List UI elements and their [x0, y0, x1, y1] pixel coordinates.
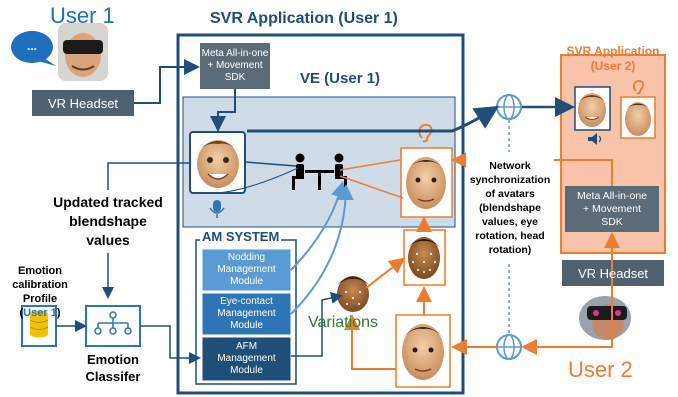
sdk-right-label: Meta All-in-one + Movement SDK	[576, 189, 648, 228]
classifier-icon	[85, 305, 141, 347]
ear-icon-ve	[418, 123, 433, 143]
user2-label: User 2	[568, 357, 633, 382]
globe-icon-bottom	[496, 334, 522, 360]
database-icon	[21, 305, 57, 347]
am-system-title: AM SYSTEM	[200, 229, 282, 244]
emotion-profile-text: Emotion calibration Profile	[12, 265, 68, 305]
avatar-man-bottom	[395, 314, 451, 388]
afm-module-box	[201, 336, 292, 382]
vr-headset-left-label: VR Headset	[47, 95, 119, 111]
microphone-icon	[209, 200, 225, 218]
arrow-classifier-to-afm	[140, 325, 201, 364]
nodding-module-box	[201, 248, 292, 292]
arrow-variations-to-landmarks	[365, 257, 406, 289]
line-meeting-to-man-2	[339, 175, 404, 199]
line-avatar-to-meeting	[244, 161, 297, 167]
avatar-man-user2	[620, 96, 656, 139]
emotion-profile-open: (	[19, 307, 24, 319]
avatar-man-ve	[400, 147, 453, 218]
arrow-afm-to-variations	[291, 292, 343, 357]
avatar-boy-user2	[574, 86, 611, 131]
updated-values-label: Updated tracked blendshape values	[53, 193, 163, 248]
arrow-user2-to-network	[521, 253, 613, 355]
sdk-left-box	[200, 43, 270, 89]
speech-bubble-text: ...	[26, 39, 37, 53]
emotion-profile-close: )	[56, 307, 61, 319]
user2-photo	[579, 296, 631, 340]
sdk-left-label: Meta All-in-one + Movement SDK	[201, 48, 269, 83]
avatar-man-landmarks	[403, 229, 446, 286]
arrow-ve-to-network	[247, 105, 500, 133]
arrow-bottom-to-variations	[344, 314, 396, 370]
line-ve-avatar-gaze	[217, 167, 299, 194]
classifier-label: Emotion Classifer	[85, 352, 141, 384]
variations-label: Variations	[308, 314, 378, 331]
line-meeting-to-man	[339, 159, 401, 171]
sdk-right-box	[565, 186, 659, 232]
ear-icon-user2	[633, 79, 644, 95]
emotion-profile-user: User 1	[23, 307, 57, 319]
eye-contact-module-box	[201, 292, 292, 336]
avatar-boy-ve	[189, 131, 246, 194]
ve-title: VE (User 1)	[300, 70, 381, 87]
afm-module-label: AFM Management Module	[217, 341, 276, 376]
arrow-sdk-to-avatar	[210, 89, 236, 132]
svr-user1-title: SVR Application (User 1)	[210, 10, 398, 27]
network-sync-label: Network synchronization of avatars (blen…	[466, 152, 554, 264]
vr-headset-left-box	[32, 90, 134, 116]
globe-icon-top	[496, 94, 522, 120]
user1-label: User 1	[50, 3, 115, 28]
line-avatar-to-updated	[107, 162, 190, 190]
user1-photo	[58, 23, 108, 81]
arrow-headset-to-sdk	[134, 59, 200, 104]
emotion-profile-label: Emotion calibration Profile (User 1)	[2, 264, 78, 320]
speaker-icon	[588, 133, 602, 145]
arrow-eyecontact-to-meeting	[290, 184, 354, 315]
svr-user2-title: SVR Application (User 2)	[566, 44, 660, 73]
eye-contact-module-label: Eye-contact Management Module	[217, 296, 276, 331]
speech-bubble	[11, 31, 56, 66]
nodding-module-label: Nodding Management Module	[217, 252, 276, 287]
vr-headset-right-label: VR Headset	[577, 265, 649, 281]
avatar-boy-variations	[337, 276, 369, 312]
